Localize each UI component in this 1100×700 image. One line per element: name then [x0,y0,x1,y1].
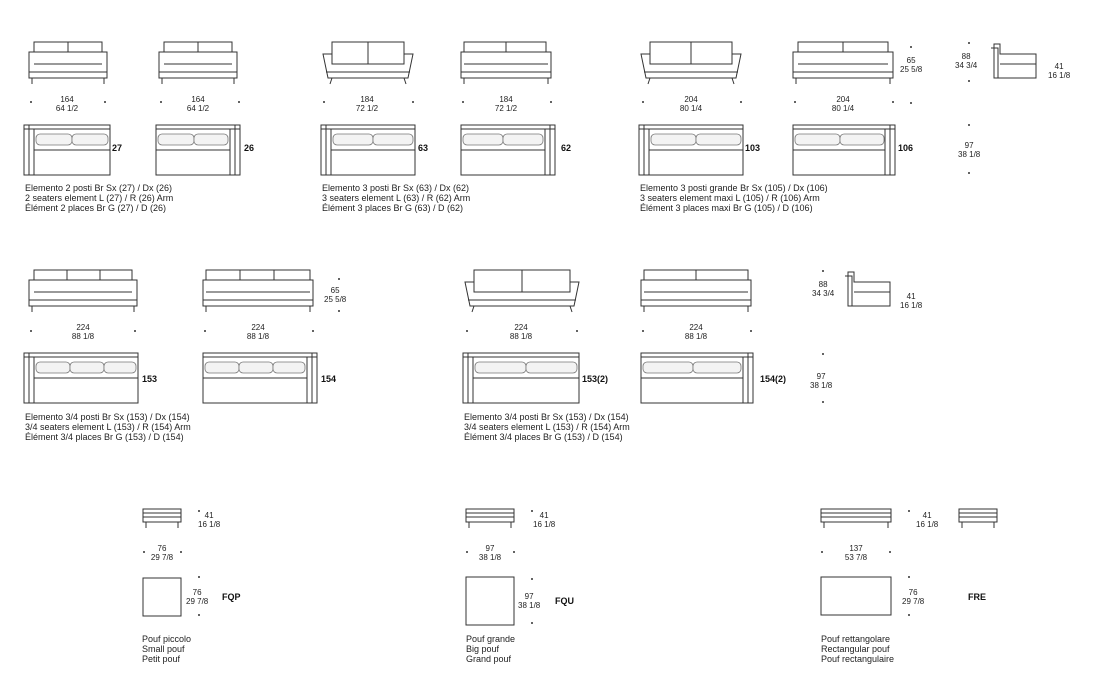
sofa-154-2-front-view [640,269,752,312]
caption-pouf-rect: Pouf rettangolare Rectangular pouf Pouf … [821,634,895,664]
code-fre: FRE [968,592,986,602]
sofa-153-front-view [28,269,138,312]
sofa-26-front-view [158,41,238,84]
sofa-154-front-view [202,269,314,312]
sofa-63-front-view [322,41,414,85]
caption-two-seat: Elemento 2 posti Br Sx (27) / Dx (26) 2 … [25,183,174,213]
sofa-106-top-view [792,124,896,176]
caption-34-seat-right: Elemento 3/4 posti Br Sx (153) / Dx (154… [464,412,630,442]
sofa-26-top-view [155,124,241,176]
code-63: 63 [418,143,429,153]
code-154-2: 154(2) [760,374,787,384]
sofa-103-top-view [638,124,744,176]
sofa-103-front-view [640,41,742,85]
caption-pouf-big: Pouf grande Big pouf Grand pouf [466,634,516,664]
pouf-small-top-view [142,577,182,617]
code-153-2: 153(2) [582,374,609,384]
pouf-small-front-view [142,508,182,528]
sofa-side-view-2 [845,271,891,307]
sofa-154-2-top-view [640,352,754,404]
code-fqp: FQP [222,592,241,602]
sofa-153-top-view [23,352,139,404]
code-27: 27 [112,143,123,153]
sofa-62-top-view [460,124,556,176]
code-103: 103 [745,143,761,153]
sofa-106-front-view [792,41,894,84]
pouf-rect-top-view [820,576,892,616]
pouf-big-front-view [465,508,515,528]
sofa-154-top-view [202,352,318,404]
code-62: 62 [561,143,572,153]
sofa-27-top-view [23,124,111,176]
pouf-big-top-view [465,576,515,626]
code-154: 154 [321,374,337,384]
pouf-rect-side-view [958,508,998,528]
sofa-153-2-top-view [462,352,580,404]
caption-three-seat: Elemento 3 posti Br Sx (63) / Dx (62) 3 … [322,183,471,213]
sofa-side-view [991,43,1037,79]
code-fqu: FQU [555,596,574,606]
caption-three-seat-maxi: Elemento 3 posti grande Br Sx (105) / Dx… [640,183,828,213]
sofa-27-front-view [28,41,108,84]
sofa-63-top-view [320,124,416,176]
sofa-62-front-view [460,41,552,84]
sofa-153-2-front-view [464,269,580,313]
caption-34-seat-left: Elemento 3/4 posti Br Sx (153) / Dx (154… [25,412,191,442]
code-106: 106 [898,143,914,153]
code-153: 153 [142,374,158,384]
caption-pouf-small: Pouf piccolo Small pouf Petit pouf [142,634,192,664]
pouf-rect-front-view [820,508,892,528]
code-26: 26 [244,143,255,153]
